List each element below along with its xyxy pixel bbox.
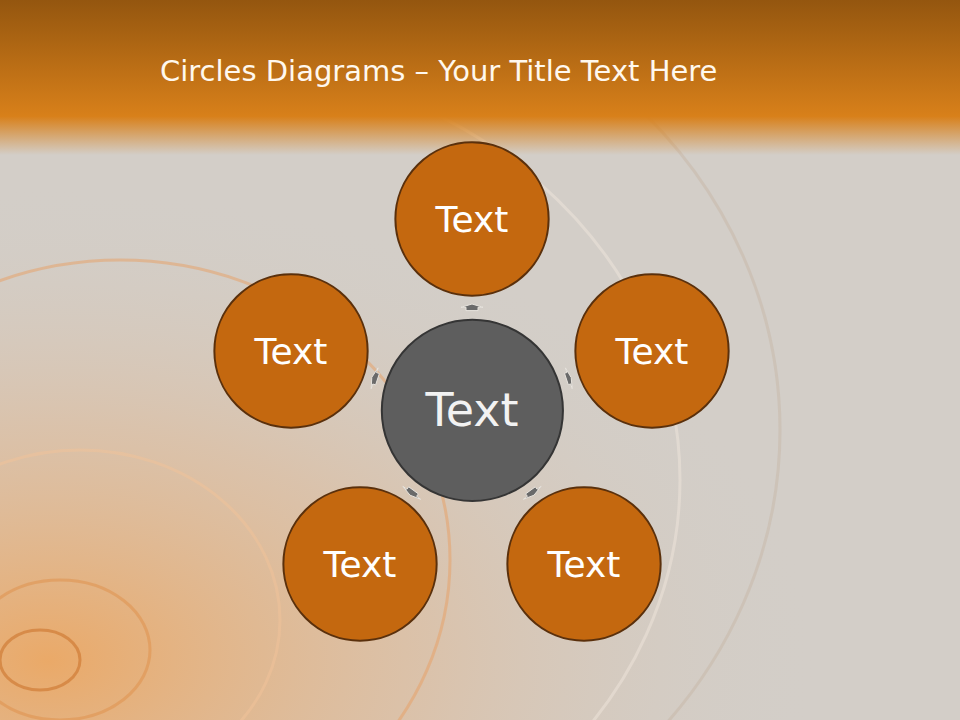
outer-circle: Text [212, 272, 370, 430]
node-label: Text [393, 198, 551, 239]
node-label: Text [379, 383, 566, 437]
node-label: Text [212, 330, 370, 371]
node-label: Text [573, 330, 731, 371]
outer-circle: Text [393, 140, 551, 298]
block-arrow [461, 304, 483, 311]
block-arrow [371, 368, 379, 389]
block-arrow [523, 486, 541, 499]
block-arrow [565, 368, 573, 389]
outer-circle: Text [505, 485, 663, 643]
node-label: Text [281, 543, 439, 584]
outer-circle: Text [281, 485, 439, 643]
block-arrow [403, 486, 421, 499]
node-label: Text [505, 543, 663, 584]
slide-title: Circles Diagrams – Your Title Text Here [160, 54, 717, 88]
outer-circle: Text [573, 272, 731, 430]
center-circle: Text [379, 317, 566, 504]
